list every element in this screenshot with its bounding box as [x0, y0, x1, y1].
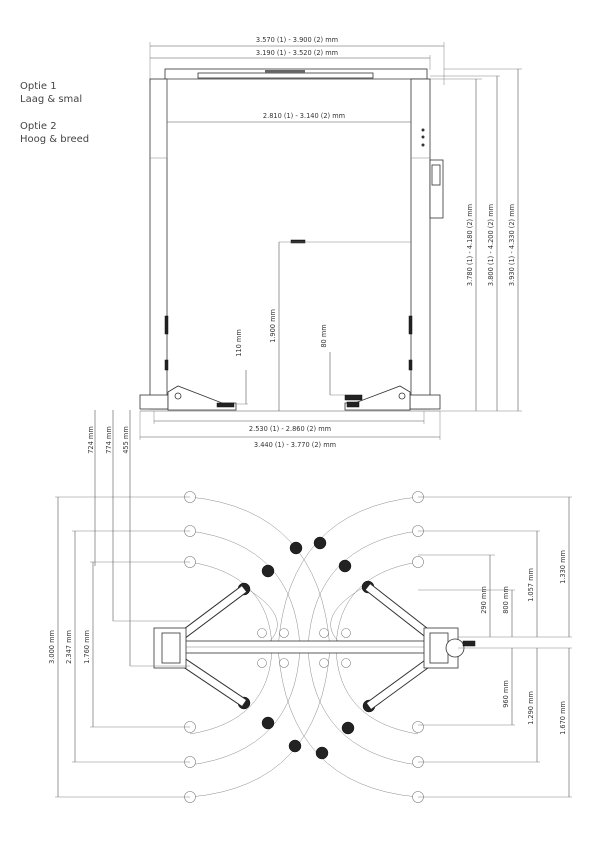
lift-arms-top	[177, 583, 435, 710]
left-lift-pad	[216, 402, 235, 408]
dim-1670-label: 1.670 mm	[559, 701, 567, 735]
right-lift-pad	[344, 394, 363, 401]
right-lift-arm	[344, 385, 411, 411]
crossbar-clip	[265, 70, 305, 73]
option1-title: Optie 1	[20, 81, 57, 92]
overall-width-label: 3.570 (1) - 3.900 (2) mm	[256, 36, 338, 44]
arm-height-label: 80 mm	[320, 324, 328, 347]
option2-title: Optie 2	[20, 121, 57, 132]
dim-1057-label: 1.057 mm	[527, 568, 535, 602]
dim-290-label: 290 mm	[480, 586, 488, 614]
pad-positions-right	[319, 491, 424, 803]
pad-height-label: 110 mm	[235, 329, 243, 357]
dim-1760-label: 1.760 mm	[83, 630, 91, 664]
base-outer-label: 3.440 (1) - 3.770 (2) mm	[254, 441, 336, 449]
column-width-label: 3.190 (1) - 3.520 (2) mm	[256, 49, 338, 57]
dim-1290-label: 1.290 mm	[527, 691, 535, 725]
height-top-bar-label: 3.780 (1) - 4.180 (2) mm	[466, 204, 474, 286]
lift-height-label: 1.900 mm	[269, 309, 277, 343]
inner-clearance-label: 2.810 (1) - 3.140 (2) mm	[263, 112, 345, 120]
dim-3000-label: 3.000 mm	[48, 630, 56, 664]
front-view: 3.570 (1) - 3.900 (2) mm 3.190 (1) - 3.5…	[139, 36, 522, 449]
right-column	[410, 78, 431, 410]
raised-pad-marker	[290, 239, 306, 244]
dim-724-label: 724 mm	[87, 426, 95, 454]
right-base-plate	[409, 394, 441, 410]
dim-2347-label: 2.347 mm	[65, 630, 73, 664]
base-inner-label: 2.530 (1) - 2.860 (2) mm	[249, 425, 331, 433]
dim-1330-label: 1.330 mm	[559, 550, 567, 584]
dim-455-label: 455 mm	[122, 426, 130, 454]
height-total-label: 3.930 (1) - 4.330 (2) mm	[508, 204, 516, 286]
option2-description: Hoog & breed	[20, 134, 90, 145]
top-switch-bar	[197, 72, 374, 79]
left-column	[149, 78, 168, 410]
top-view: 3.000 mm 2.347 mm 1.760 mm 724 mm 774 mm…	[48, 410, 572, 803]
dim-800-label: 800 mm	[502, 586, 510, 614]
dim-960-label: 960 mm	[502, 680, 510, 708]
dim-774-label: 774 mm	[105, 426, 113, 454]
option1-description: Laag & smal	[20, 94, 83, 105]
left-base-plate	[139, 394, 169, 410]
height-column-label: 3.800 (1) - 4.200 (2) mm	[487, 204, 495, 286]
